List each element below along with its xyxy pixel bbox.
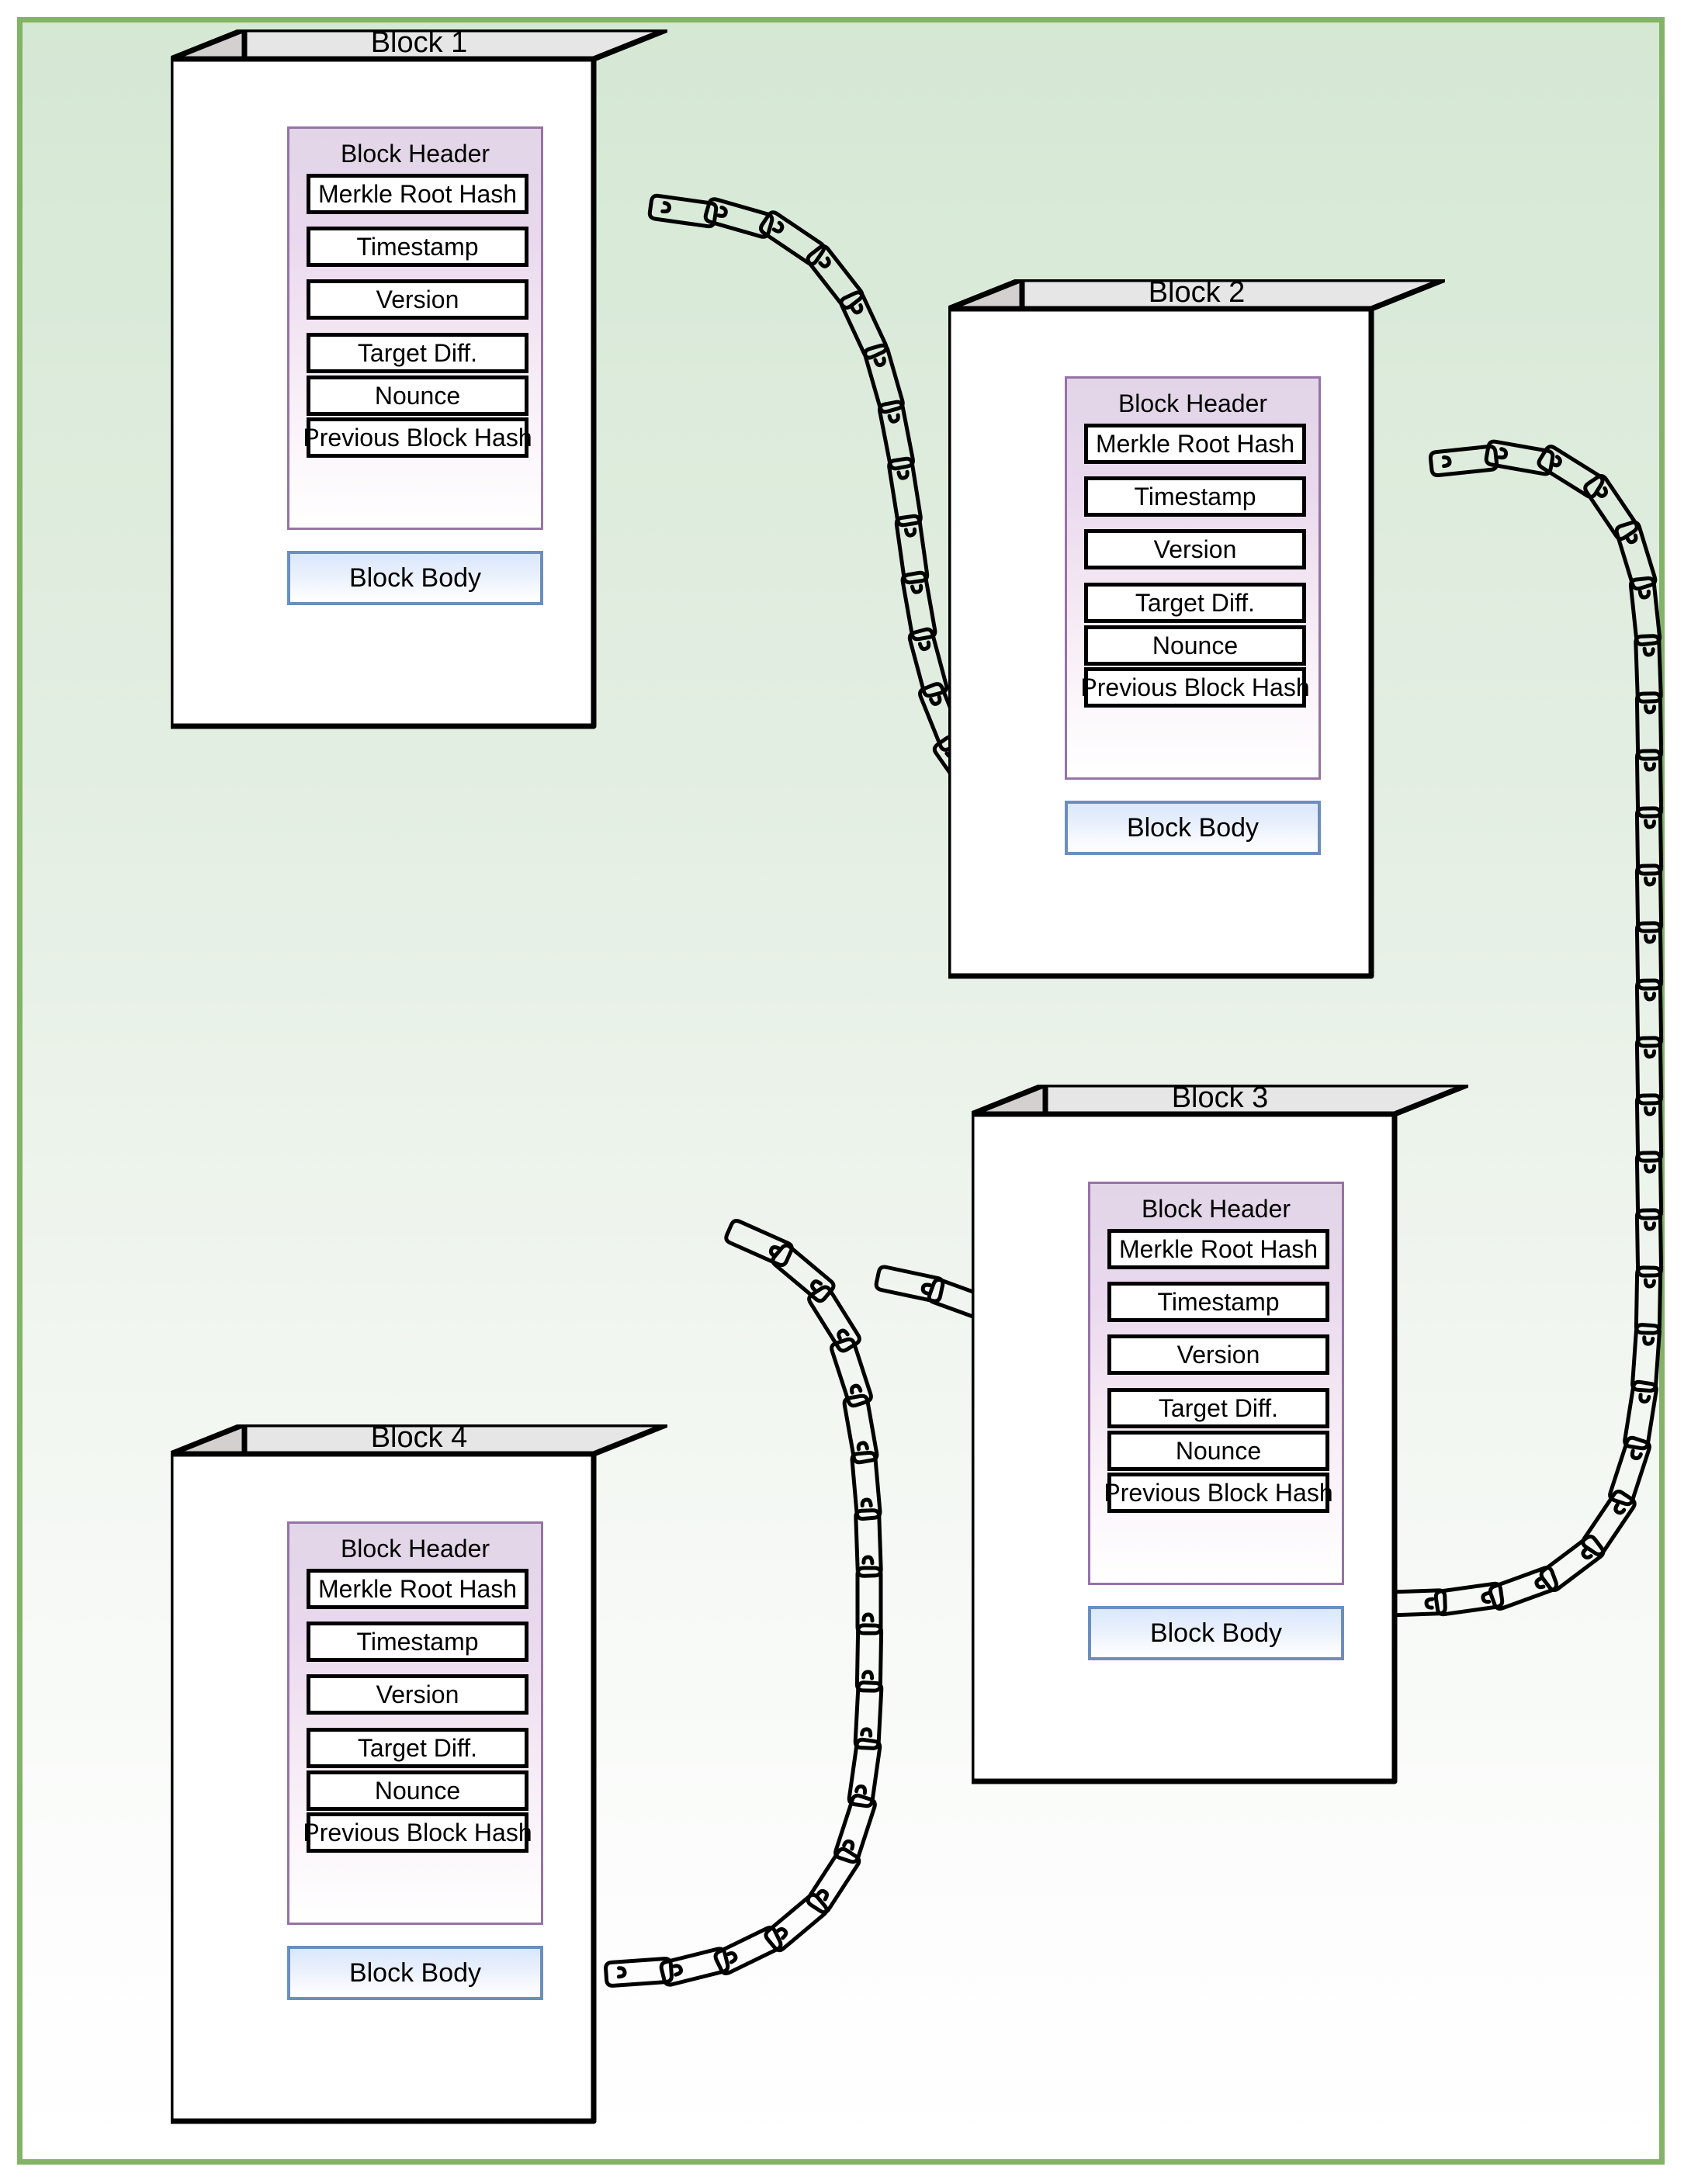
- block-4-field-merkle-root-hash[interactable]: Merkle Root Hash: [307, 1569, 528, 1609]
- block-1-body-box[interactable]: Block Body: [287, 551, 543, 605]
- block-3-field-version[interactable]: Version: [1107, 1334, 1329, 1375]
- block-3-field-timestamp[interactable]: Timestamp: [1107, 1282, 1329, 1322]
- block-4[interactable]: Block 4 Block Header Merkle Root Hash Ti…: [171, 1421, 667, 2150]
- block-2-field-merkle-root-hash[interactable]: Merkle Root Hash: [1084, 424, 1306, 464]
- block-2-field-version[interactable]: Version: [1084, 529, 1306, 569]
- block-1-title: Block 1: [370, 26, 468, 59]
- block-1-field-version[interactable]: Version: [307, 279, 528, 320]
- block-1-header-title: Block Header: [340, 140, 490, 168]
- block-2-field-previous-block-hash[interactable]: Previous Block Hash: [1080, 667, 1310, 708]
- block-2[interactable]: Block 2 Block Header Merkle Root Hash Ti…: [948, 276, 1445, 1005]
- block-3-header-box[interactable]: Block Header Merkle Root Hash Timestamp …: [1088, 1182, 1344, 1585]
- block-2-field-target-diff[interactable]: Target Diff.: [1084, 583, 1306, 623]
- block-1-field-timestamp[interactable]: Timestamp: [307, 227, 528, 267]
- block-2-field-nounce[interactable]: Nounce: [1084, 625, 1306, 666]
- block-2-body-box[interactable]: Block Body: [1065, 801, 1321, 855]
- block-3-title: Block 3: [1171, 1082, 1269, 1114]
- block-1-field-merkle-root-hash[interactable]: Merkle Root Hash: [307, 174, 528, 214]
- block-2-field-timestamp[interactable]: Timestamp: [1084, 476, 1306, 517]
- block-4-field-version[interactable]: Version: [307, 1674, 528, 1715]
- block-3-field-target-diff[interactable]: Target Diff.: [1107, 1388, 1329, 1428]
- block-3-field-previous-block-hash[interactable]: Previous Block Hash: [1104, 1473, 1333, 1513]
- block-1-field-target-diff[interactable]: Target Diff.: [307, 333, 528, 373]
- block-3-field-nounce[interactable]: Nounce: [1107, 1431, 1329, 1471]
- block-1-field-previous-block-hash[interactable]: Previous Block Hash: [303, 417, 532, 458]
- block-4-body-box[interactable]: Block Body: [287, 1946, 543, 2000]
- block-1-header-box[interactable]: Block Header Merkle Root Hash Timestamp …: [287, 126, 543, 530]
- block-3-body-box[interactable]: Block Body: [1088, 1606, 1344, 1660]
- block-2-header-box[interactable]: Block Header Merkle Root Hash Timestamp …: [1065, 376, 1321, 780]
- block-4-field-nounce[interactable]: Nounce: [307, 1770, 528, 1811]
- block-3[interactable]: Block 3 Block Header Merkle Root Hash Ti…: [972, 1082, 1468, 1810]
- block-4-field-previous-block-hash[interactable]: Previous Block Hash: [303, 1812, 532, 1853]
- block-2-header-title: Block Header: [1118, 389, 1268, 417]
- block-4-field-target-diff[interactable]: Target Diff.: [307, 1728, 528, 1768]
- block-3-header-title: Block Header: [1141, 1195, 1291, 1223]
- block-4-header-box[interactable]: Block Header Merkle Root Hash Timestamp …: [287, 1521, 543, 1925]
- block-1-field-nounce[interactable]: Nounce: [307, 376, 528, 416]
- block-1[interactable]: Block 1 Block Header Merkle Root Hash Ti…: [171, 26, 667, 755]
- block-2-title: Block 2: [1148, 276, 1246, 309]
- block-4-header-title: Block Header: [340, 1535, 490, 1563]
- block-4-field-timestamp[interactable]: Timestamp: [307, 1622, 528, 1662]
- block-3-field-merkle-root-hash[interactable]: Merkle Root Hash: [1107, 1229, 1329, 1269]
- block-4-title: Block 4: [370, 1421, 468, 1454]
